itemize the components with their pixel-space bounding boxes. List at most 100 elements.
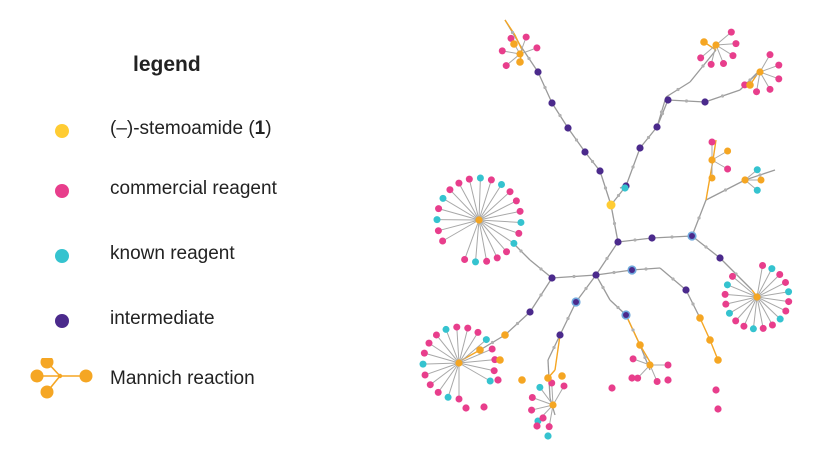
edge [442, 219, 480, 242]
leaf-86 [512, 197, 520, 205]
leaf-151 [729, 52, 737, 60]
commercial-dot-icon [55, 184, 69, 198]
leaf-125 [759, 324, 767, 332]
leaf-81 [465, 175, 473, 183]
step-37 [723, 188, 728, 192]
legend-label-target: (–)-stemoamide (1) [110, 118, 272, 139]
mannich-196 [496, 356, 504, 364]
mannich-194 [544, 374, 552, 382]
leaf-80 [455, 179, 463, 187]
edge [449, 189, 480, 221]
leaf-161 [741, 81, 749, 89]
leaf-93 [483, 257, 491, 265]
edge [743, 296, 758, 327]
step-8 [605, 256, 609, 261]
leaf-100 [426, 381, 434, 389]
mannich-201 [700, 38, 708, 46]
mannich-197 [501, 331, 509, 339]
edge [424, 362, 460, 376]
leaf-95 [461, 255, 469, 263]
intermediate-60 [664, 96, 672, 104]
intermediate-56 [548, 274, 556, 282]
step-44 [519, 249, 523, 253]
step-33 [659, 110, 664, 114]
leaf-160 [753, 88, 761, 96]
leaf-173 [753, 166, 761, 174]
leaf-106 [442, 325, 450, 333]
edge [531, 404, 554, 411]
leaf-98 [444, 393, 452, 401]
leaf-145 [507, 34, 515, 42]
leaf-89 [515, 229, 523, 237]
edge [438, 208, 480, 221]
edge [429, 362, 460, 386]
leaf-94 [472, 258, 480, 266]
edge [447, 362, 460, 398]
step-6 [603, 186, 608, 190]
leaf-163 [664, 361, 672, 369]
edge [514, 34, 523, 51]
edge [424, 352, 460, 364]
step-5 [590, 159, 595, 164]
leaf-153 [707, 60, 715, 68]
step-18 [612, 270, 616, 275]
intermediate-55 [526, 308, 534, 316]
edge [458, 348, 493, 364]
step-42 [631, 328, 635, 332]
step-22 [633, 238, 637, 242]
hub-142 [549, 401, 557, 409]
edge [464, 219, 480, 260]
edge [458, 182, 480, 221]
edge [458, 332, 479, 364]
step-31 [720, 94, 725, 98]
edge [423, 362, 460, 365]
leaf-139 [536, 383, 544, 391]
leaf-114 [486, 377, 494, 385]
nodes [419, 28, 793, 440]
intermediate-62 [648, 234, 656, 242]
intermediate-63 [716, 254, 724, 262]
leaf-159 [766, 85, 774, 93]
target-73 [606, 200, 616, 210]
edge [539, 387, 554, 406]
commercial-179 [664, 376, 672, 384]
leaf-104 [425, 339, 433, 347]
step-45 [539, 267, 543, 271]
step-15 [539, 293, 543, 297]
mannich-reaction-icon [30, 358, 93, 399]
mannich-199 [516, 58, 524, 66]
edge [756, 296, 787, 312]
leaf-75 [434, 227, 442, 235]
edge [442, 197, 480, 221]
edge [458, 339, 487, 364]
leaf-77 [435, 205, 443, 213]
step-20 [671, 277, 675, 281]
leaf-128 [732, 317, 740, 325]
step-19 [644, 267, 648, 271]
edge [756, 296, 789, 303]
legend-item-intermediate: intermediate [30, 306, 350, 336]
leaf-174 [757, 176, 765, 184]
leaf-146 [522, 33, 530, 41]
leaf-107 [453, 323, 461, 331]
leaf-165 [634, 374, 642, 382]
leaf-140 [548, 379, 556, 387]
leaf-130 [722, 300, 730, 308]
hub-167 [646, 361, 654, 369]
leaf-122 [782, 307, 790, 315]
intermediate-47 [548, 99, 556, 107]
edge [727, 284, 758, 298]
leaf-83 [487, 176, 495, 184]
edge [478, 219, 519, 234]
leaf-74 [439, 237, 447, 245]
edge [436, 334, 460, 364]
leaf-90 [510, 239, 518, 247]
edge [756, 291, 789, 298]
edge [735, 296, 758, 322]
leaf-175 [753, 186, 761, 194]
intermediate-64 [682, 286, 690, 294]
leaf-143 [502, 62, 510, 70]
edge [478, 219, 515, 244]
step-21 [691, 302, 695, 306]
step-23 [670, 235, 674, 239]
